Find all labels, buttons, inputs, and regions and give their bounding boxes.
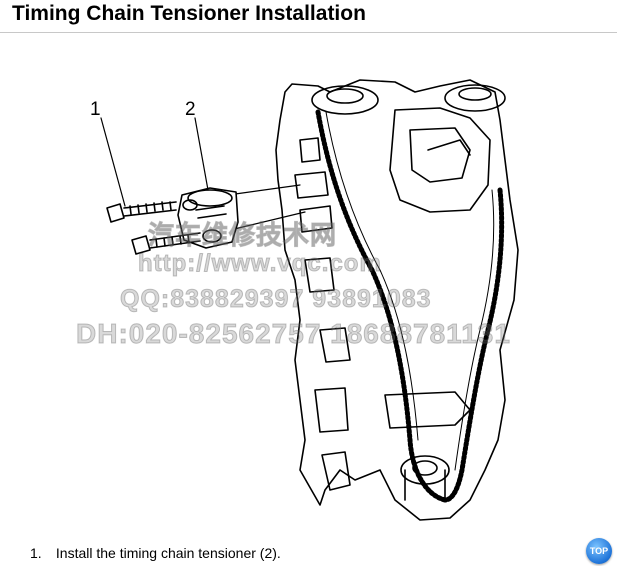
engine-illustration bbox=[100, 79, 519, 521]
crank-sprocket bbox=[400, 455, 450, 485]
engine-block-outline bbox=[275, 79, 519, 521]
timing-chain-left bbox=[315, 109, 448, 503]
callout-2-leader bbox=[194, 117, 209, 191]
page-title: Timing Chain Tensioner Installation bbox=[12, 2, 366, 25]
timing-chain-right bbox=[442, 187, 505, 503]
watermark-line-2: http://www.vqc.com bbox=[138, 250, 382, 278]
step-text: Install the timing chain tensioner (2). bbox=[55, 545, 281, 561]
watermark-line-3: QQ:838829397 93891083 bbox=[120, 285, 432, 314]
instruction-step: 1. Install the timing chain tensioner (2… bbox=[30, 545, 281, 561]
callout-number-2: 2 bbox=[185, 99, 196, 120]
title-divider bbox=[0, 32, 617, 33]
chain-tensioner bbox=[177, 187, 239, 249]
cam-sprocket-right-hub bbox=[458, 87, 492, 101]
step-number: 1. bbox=[30, 545, 42, 561]
cam-sprocket-left bbox=[311, 85, 379, 115]
cam-sprocket-right bbox=[444, 84, 506, 112]
watermark-line-1: 汽车维修技术网 bbox=[147, 220, 338, 251]
bolt-upper bbox=[106, 201, 177, 223]
callout-1-leader bbox=[100, 117, 126, 207]
scroll-to-top-button[interactable]: TOP bbox=[586, 538, 612, 564]
watermark-line-4: DH:020-82562757 18688781131 bbox=[76, 318, 511, 350]
callout-number-1: 1 bbox=[90, 99, 101, 120]
bolt-lower bbox=[131, 232, 201, 255]
cam-sprocket-left-hub bbox=[326, 88, 364, 104]
